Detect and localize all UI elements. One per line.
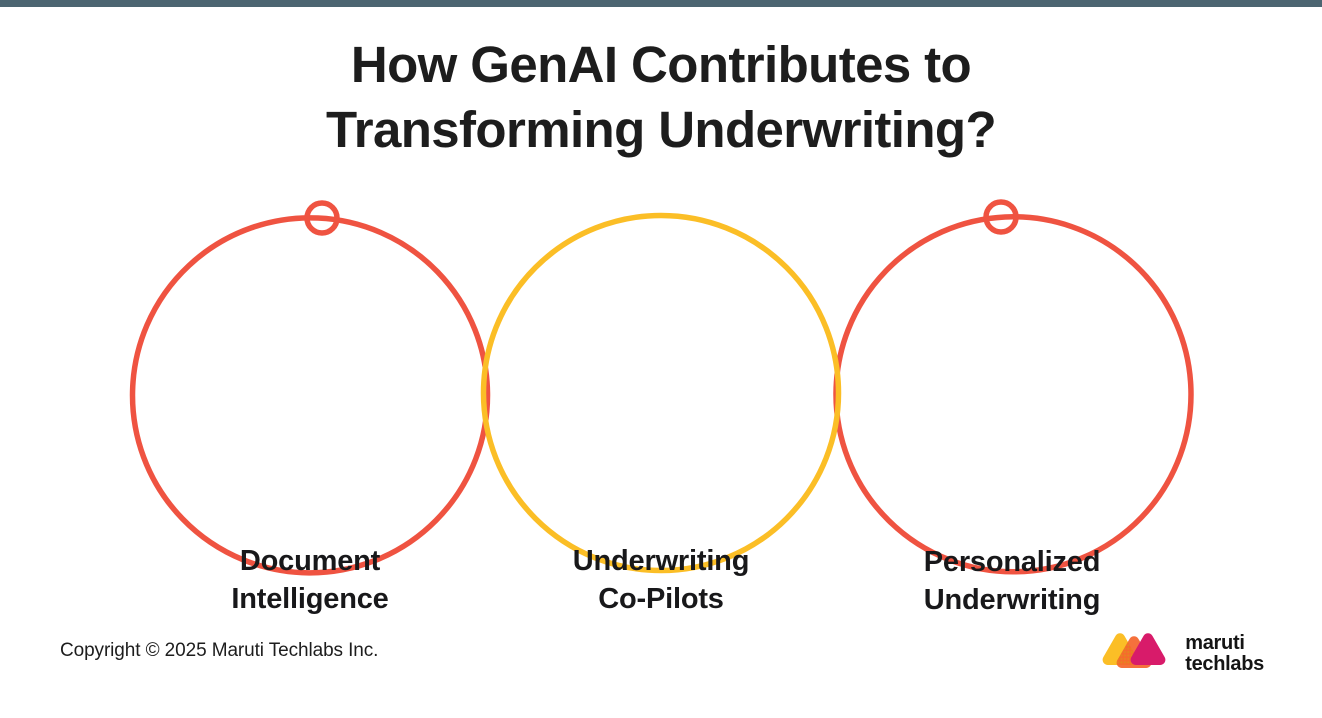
logo-word-line-2: techlabs xyxy=(1185,653,1264,675)
circle-1-arc xyxy=(129,215,491,576)
top-accent-bar xyxy=(0,0,1322,7)
footer: Copyright © 2025 Maruti Techlabs Inc. xyxy=(0,624,1322,686)
circle-1-endpoint-ring-icon xyxy=(304,200,340,236)
title-line-2: Transforming Underwriting? xyxy=(325,101,997,158)
circle-3-endpoint-ring-icon xyxy=(983,199,1019,235)
circle-3-arc xyxy=(833,214,1194,575)
circle-document-intelligence xyxy=(129,200,491,576)
maruti-techlabs-logo: maruti techlabs xyxy=(1096,630,1264,678)
logo-word-line-1: maruti xyxy=(1185,632,1245,654)
circle-personalized-underwriting xyxy=(833,199,1194,575)
copyright-text: Copyright © 2025 Maruti Techlabs Inc. xyxy=(60,640,379,661)
circles-svg xyxy=(129,199,1194,576)
title-line-1: How GenAI Contributes to xyxy=(350,36,972,93)
logo-triangle-magenta xyxy=(1130,633,1166,665)
maruti-logo-mark-icon xyxy=(1102,633,1166,668)
circle-2-ring xyxy=(480,212,842,574)
circle-underwriting-co-pilots xyxy=(480,212,842,574)
logo-wordmark: maruti techlabs xyxy=(1185,633,1264,675)
page-title: How GenAI Contributes to Transforming Un… xyxy=(0,32,1322,162)
circles-diagram: Document Intelligence Underwriting Co-Pi… xyxy=(0,185,1322,616)
